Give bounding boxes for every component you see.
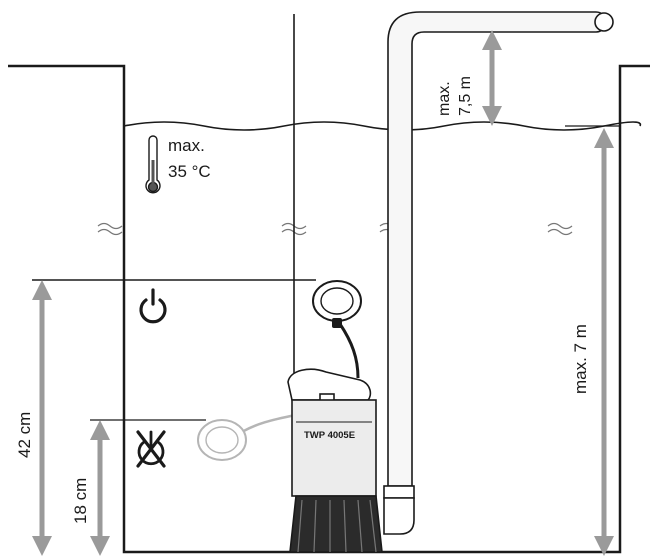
water-surface xyxy=(123,121,642,131)
pump xyxy=(287,368,415,553)
break-marks xyxy=(97,222,573,236)
temperature-label-line2: 35 °C xyxy=(168,162,211,181)
power-off-crossed-icon xyxy=(136,430,166,468)
float-switch-up xyxy=(312,280,362,379)
pipe-outlet xyxy=(594,12,614,32)
switch-off-level-label: 18 cm xyxy=(71,478,90,524)
float-switch-down xyxy=(197,408,317,461)
discharge-pipe xyxy=(387,11,607,487)
thermometer-icon xyxy=(145,135,161,194)
head-label-line2: 7,5 m xyxy=(457,76,474,116)
pump-model-label: TWP 4005E xyxy=(304,430,355,441)
switch-on-level-label: 42 cm xyxy=(15,412,34,458)
pump-body xyxy=(291,399,377,497)
pump-handle xyxy=(287,368,372,401)
power-on-icon xyxy=(139,288,167,324)
temperature-label-line1: max. xyxy=(168,136,205,155)
depth-label: max. 7 m xyxy=(571,324,590,394)
dimension-arrows xyxy=(32,29,614,556)
head-label-line1: max. xyxy=(436,81,453,116)
pump-base xyxy=(289,495,383,553)
